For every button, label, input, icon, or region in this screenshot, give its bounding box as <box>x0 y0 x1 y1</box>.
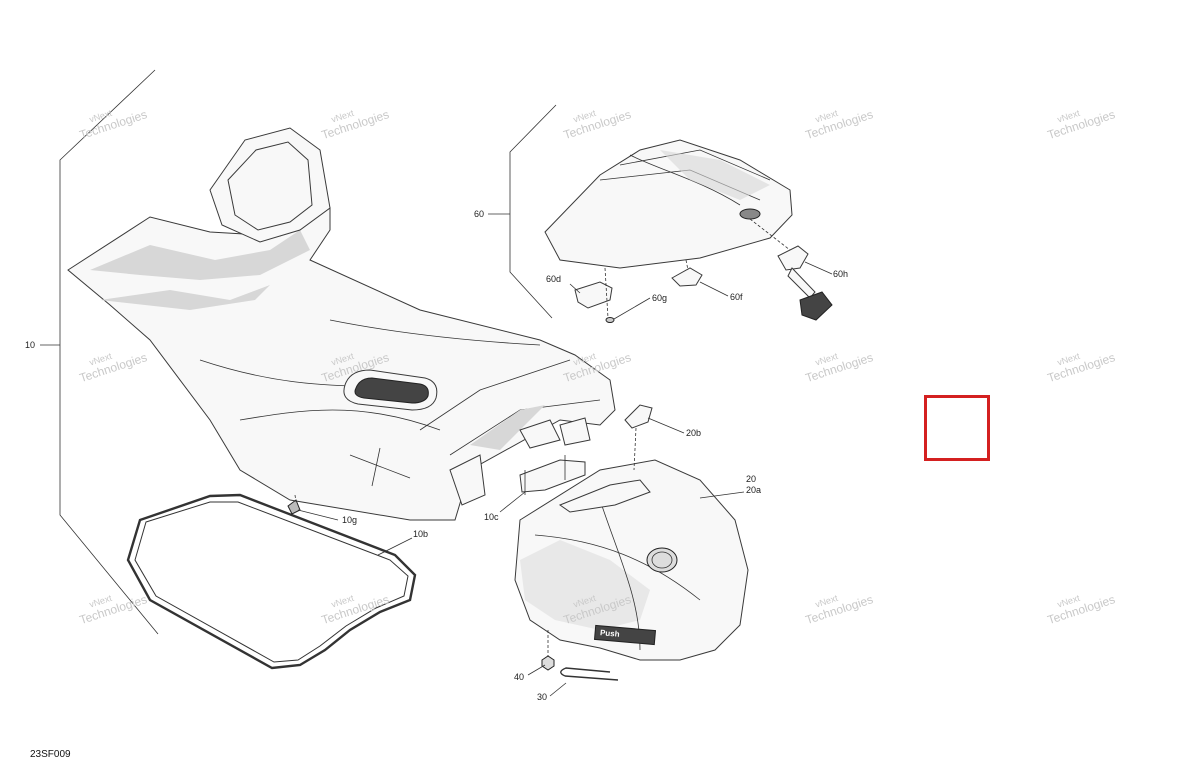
latch-20b <box>624 404 653 471</box>
callout-60h: 60h <box>833 269 849 279</box>
clip-60d <box>574 267 615 323</box>
diagram-code: 23SF009 <box>30 749 71 760</box>
group-60-bracket <box>509 104 557 319</box>
callout-10b: 10b <box>413 529 429 539</box>
callout-20a: 20a <box>746 485 762 495</box>
group-10-bracket <box>59 69 159 635</box>
push-emblem-text: Push <box>599 628 620 639</box>
main-seat <box>67 127 616 521</box>
key-60h <box>777 245 833 321</box>
highlight-marker[interactable] <box>924 395 990 461</box>
seal-10b <box>126 493 417 670</box>
leader-lines <box>297 261 833 697</box>
callout-10g: 10g <box>342 515 358 525</box>
callout-40: 40 <box>514 672 525 682</box>
bracket-10c <box>519 455 586 495</box>
callout-30: 30 <box>537 692 548 702</box>
clip-60f <box>671 259 703 287</box>
callout-10c: 10c <box>484 512 499 522</box>
callout-60g: 60g <box>652 293 668 303</box>
callout-20b: 20b <box>686 428 702 438</box>
callout-20: 20 <box>746 474 757 484</box>
nut-40 <box>541 630 555 671</box>
storage-bin <box>514 459 749 661</box>
callout-10: 10 <box>25 340 36 350</box>
callout-60: 60 <box>474 209 485 219</box>
callout-60d: 60d <box>546 274 562 284</box>
passenger-seat <box>544 139 793 269</box>
fastener-10g <box>287 494 301 515</box>
pin-30 <box>560 667 619 681</box>
callout-60f: 60f <box>730 292 743 302</box>
